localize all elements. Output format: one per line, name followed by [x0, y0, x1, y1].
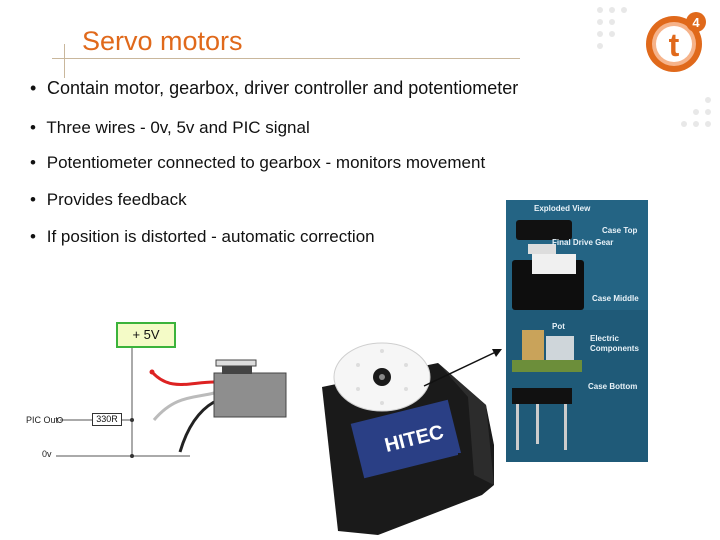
ev-label-exploded: Exploded View [534, 204, 591, 213]
bullet-text: Potentiometer connected to gearbox - mon… [46, 153, 486, 172]
ev-label-case-middle: Case Middle [592, 294, 639, 303]
ev-label-final-drive-gear: Final Drive Gear [552, 238, 614, 247]
bullet-dot: • [30, 153, 36, 172]
ev-label-pot: Pot [552, 322, 565, 331]
bullet-dot: • [30, 227, 36, 246]
ev-label-electric-components: Electric Components [590, 334, 639, 353]
servo-circuit-diagram [56, 348, 287, 458]
bullet-dot: • [30, 190, 36, 209]
exploded-view-image: Exploded View Case Top Final Drive Gear … [506, 200, 648, 462]
pic-out-label: PIC Out [26, 415, 59, 425]
supply-5v-label: + 5V [116, 322, 176, 348]
pointer-arrow-icon [423, 349, 502, 387]
ground-0v-label: 0v [42, 449, 52, 459]
ev-label-case-bottom: Case Bottom [588, 382, 638, 391]
exploded-view-drawing [506, 200, 648, 462]
bullet-text: Three wires - 0v, 5v and PIC signal [46, 118, 310, 137]
bullet-item: • Three wires - 0v, 5v and PIC signal [30, 118, 310, 138]
logo-letter: t [669, 27, 680, 63]
bullet-dot: • [30, 78, 37, 98]
bullet-item: • Provides feedback [30, 190, 187, 210]
logo-superscript: 4 [692, 15, 700, 30]
bullet-text: If position is distorted - automatic cor… [46, 227, 375, 246]
ev-label-case-top: Case Top [602, 226, 638, 235]
t4-logo-icon: t 4 [646, 12, 706, 72]
bullet-text: Provides feedback [46, 190, 187, 209]
bullet-item: • Contain motor, gearbox, driver control… [30, 78, 518, 99]
title-underline [52, 58, 520, 59]
bullet-text: Contain motor, gearbox, driver controlle… [47, 78, 519, 98]
bullet-item: • Potentiometer connected to gearbox - m… [30, 153, 485, 173]
dot-pattern [597, 7, 711, 127]
title-tick [64, 44, 65, 78]
servo-photo: HITEC [322, 342, 494, 535]
bullet-dot: • [30, 118, 36, 137]
resistor-330r: 330R [92, 413, 122, 426]
bullet-item: • If position is distorted - automatic c… [30, 227, 375, 247]
slide-title: Servo motors [82, 26, 243, 56]
